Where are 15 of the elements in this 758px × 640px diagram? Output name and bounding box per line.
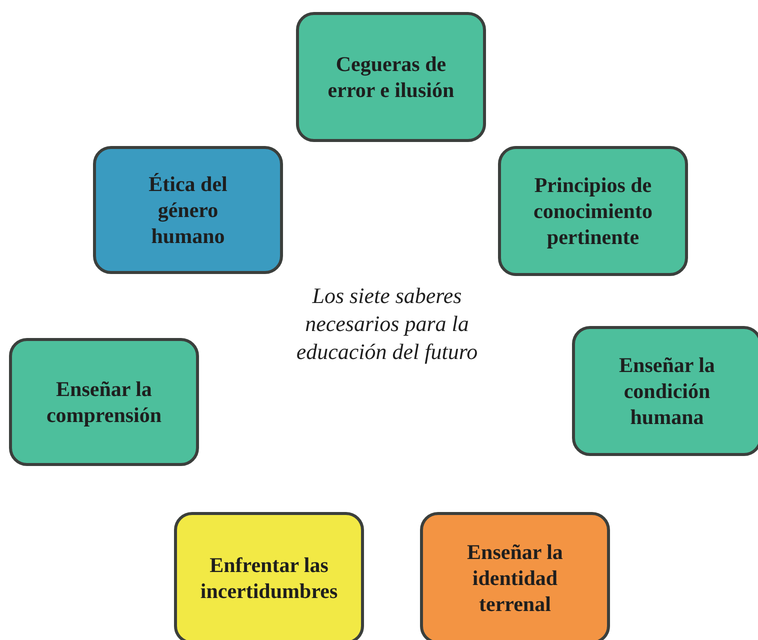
topic-box: [420, 512, 610, 640]
topic-label: Enseñar la identidad terrenal: [466, 539, 564, 617]
topic-box: [572, 326, 758, 456]
topic-box: [174, 512, 364, 640]
topic-label: Cegueras de error e ilusión: [326, 51, 456, 103]
topic-box: [9, 338, 199, 466]
center-title: Los siete saberes necesarios para la educación del futuro: [295, 282, 479, 366]
topic-label: Ética del género humano: [148, 171, 228, 249]
topic-label: Enfrentar las incertidumbres: [199, 552, 339, 604]
topic-label: Enseñar la comprensión: [45, 376, 163, 428]
topic-box: [498, 146, 688, 276]
topic-label: Principios de conocimiento pertinente: [532, 172, 654, 250]
topic-label: Enseñar la condición humana: [618, 352, 716, 430]
topic-box: [296, 12, 486, 142]
topic-box: [93, 146, 283, 274]
